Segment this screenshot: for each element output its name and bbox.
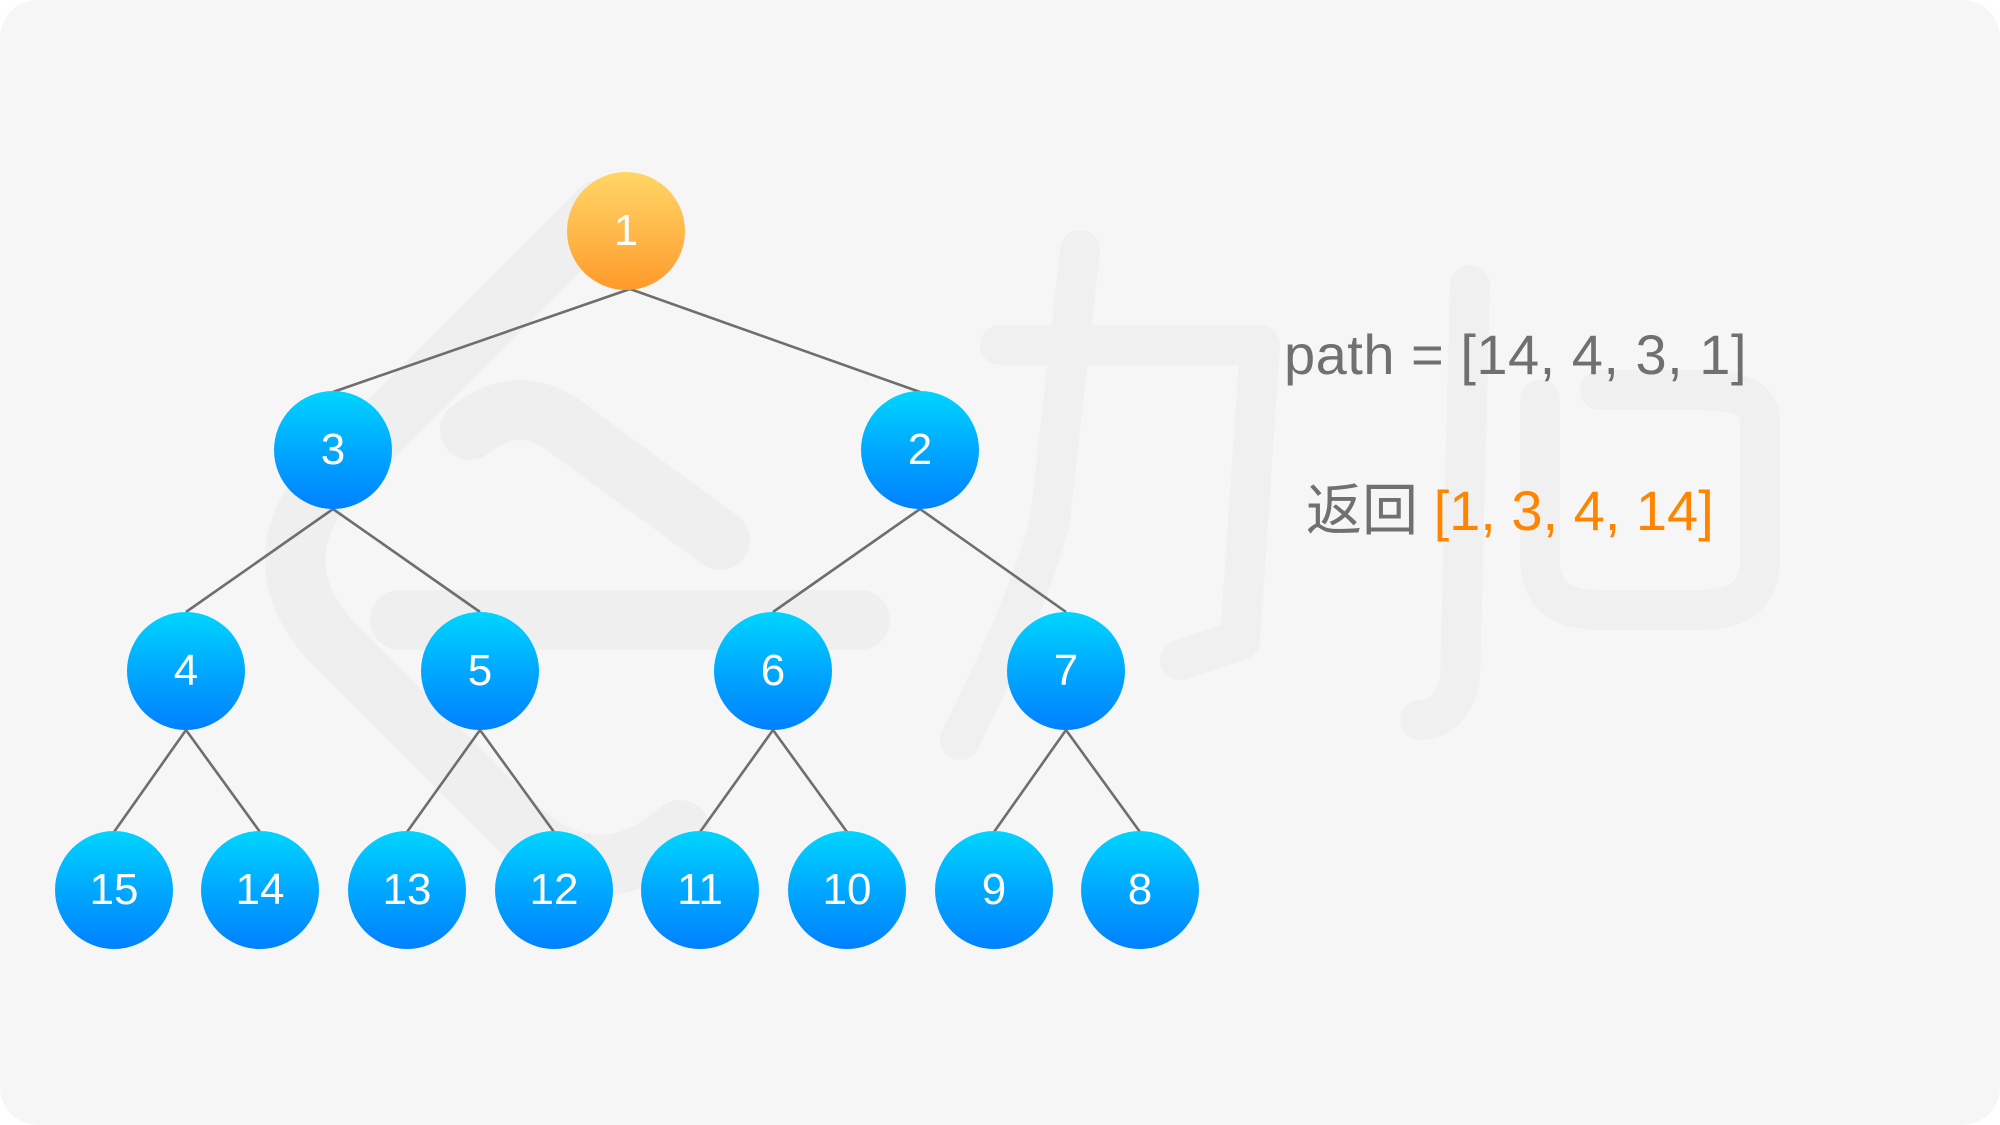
tree-node-10: 10 [788, 831, 906, 949]
node-label: 3 [320, 425, 346, 474]
path-annotation: path = [14, 4, 3, 1] [1284, 323, 1748, 386]
return-value: [1, 3, 4, 14] [1433, 479, 1714, 542]
tree-node-13: 13 [348, 831, 466, 949]
edge-1-2 [629, 287, 921, 394]
tree-node-15: 15 [55, 831, 173, 949]
tree-node-6: 6 [714, 612, 832, 730]
node-label: 7 [1053, 646, 1079, 695]
tree-node-4: 4 [127, 612, 245, 730]
edge-5-13 [405, 729, 482, 833]
tree-node-14: 14 [201, 831, 319, 949]
node-label: 15 [89, 865, 139, 914]
node-label: 5 [467, 646, 493, 695]
tree-node-12: 12 [495, 831, 613, 949]
node-label: 14 [235, 865, 285, 914]
tree-node-5: 5 [421, 612, 539, 730]
node-label: 6 [760, 646, 786, 695]
tree-node-8: 8 [1081, 831, 1199, 949]
edge-4-15 [112, 729, 188, 833]
edge-6-11 [698, 729, 775, 833]
edge-1-3 [332, 287, 631, 394]
node-label: 11 [677, 865, 723, 914]
node-label: 1 [613, 206, 639, 255]
node-label: 9 [981, 865, 1007, 914]
node-label: 12 [529, 865, 579, 914]
edge-7-8 [1064, 729, 1142, 833]
edge-3-4 [185, 507, 334, 614]
tree-node-11: 11 [641, 831, 759, 949]
node-label: 13 [382, 865, 432, 914]
return-annotation: 返回 [1, 3, 4, 14] [1306, 466, 1714, 547]
tree-node-1-root: 1 [567, 172, 685, 290]
tree-node-7: 7 [1007, 612, 1125, 730]
edge-7-9 [992, 729, 1068, 833]
node-label: 10 [822, 865, 872, 914]
tree-node-3: 3 [274, 391, 392, 509]
edge-2-7 [919, 507, 1067, 614]
edge-6-10 [771, 729, 849, 833]
edge-5-12 [478, 729, 556, 833]
node-label: 4 [173, 646, 199, 695]
tree-node-9: 9 [935, 831, 1053, 949]
edge-2-6 [772, 507, 921, 614]
edge-3-5 [332, 507, 481, 614]
node-label: 8 [1127, 865, 1153, 914]
node-label: 2 [907, 425, 933, 474]
return-label: 返回 [1306, 479, 1418, 542]
tree-node-2: 2 [861, 391, 979, 509]
edge-4-14 [184, 729, 262, 833]
